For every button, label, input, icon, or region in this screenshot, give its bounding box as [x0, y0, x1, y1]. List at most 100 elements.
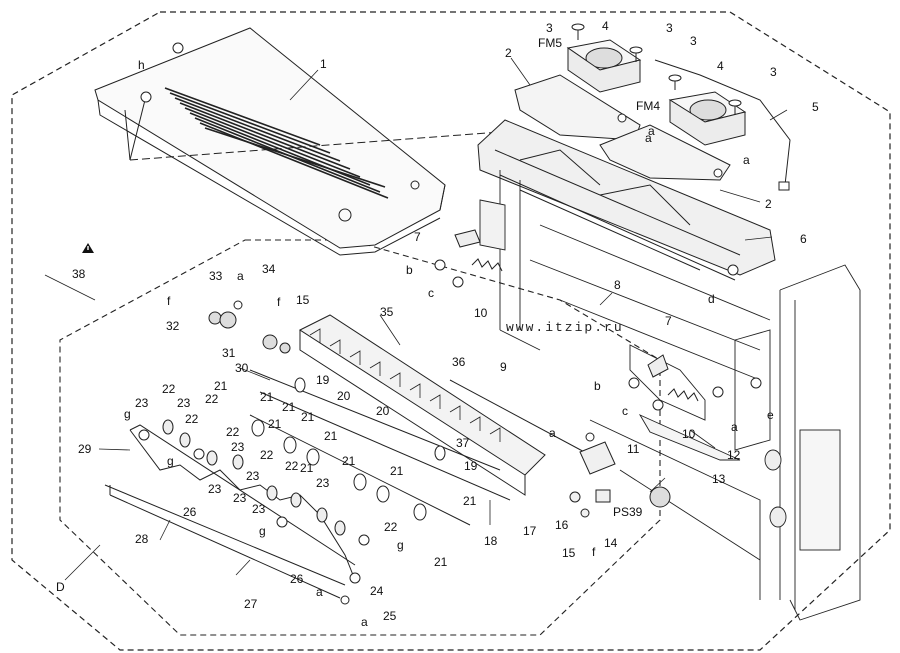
callout-c21f: 21 [324, 429, 338, 443]
callout-c21h: 21 [342, 454, 356, 468]
callout-la6: a [316, 585, 323, 599]
callout-c5: 5 [812, 100, 819, 114]
gear-set [208, 311, 671, 508]
callout-lf1: f [167, 294, 171, 308]
callout-c17: 17 [523, 524, 537, 538]
callout-la3: a [743, 153, 750, 167]
callout-c14: 14 [604, 536, 618, 550]
callout-c21e: 21 [268, 417, 282, 431]
callout-c23a: 23 [135, 396, 149, 410]
callout-c1: 1 [320, 57, 327, 71]
callout-c37: 37 [456, 436, 470, 450]
callout-la2: a [645, 131, 652, 145]
rollers-part-23 [162, 419, 346, 536]
callout-c21i: 21 [390, 464, 404, 478]
callout-cFM4: FM4 [636, 99, 660, 113]
callout-cFM5: FM5 [538, 36, 562, 50]
callout-c22a: 22 [162, 382, 176, 396]
callout-c4a: 4 [602, 19, 609, 33]
callout-la7: a [361, 615, 368, 629]
callout-c10a: 10 [474, 306, 488, 320]
callout-c22e: 22 [260, 448, 274, 462]
callout-la5: a [731, 420, 738, 434]
callout-c23d: 23 [246, 469, 260, 483]
callout-c25: 25 [383, 609, 397, 623]
transport-guide-part-35 [298, 314, 546, 496]
callout-c7b: 7 [665, 314, 672, 328]
screw-markers [138, 91, 762, 605]
callout-ld: d [708, 292, 715, 306]
callout-c21k: 21 [434, 555, 448, 569]
watermark-url: www.itzip.ru [506, 320, 624, 335]
callout-lb2: b [594, 379, 601, 393]
callout-c23c: 23 [231, 440, 245, 454]
callout-c11: 11 [627, 442, 640, 456]
main-frame [479, 170, 861, 621]
inner-assembly-boundary [59, 239, 661, 636]
callout-cD: D [56, 580, 65, 594]
callout-c19a: 19 [316, 373, 330, 387]
callout-c6: 6 [800, 232, 807, 246]
callout-lg2: g [167, 454, 174, 468]
callout-c2a: 2 [505, 46, 512, 60]
callout-c7a: 7 [414, 230, 421, 244]
screw-group-3 [571, 23, 742, 115]
callout-la1: a [237, 269, 244, 283]
callout-c22g: 22 [384, 520, 398, 534]
callout-lc1: c [428, 286, 434, 300]
callout-c22f: 22 [285, 459, 299, 473]
rollers-part-21 [251, 377, 446, 521]
callout-c23g: 23 [252, 502, 266, 516]
callout-c23h: 23 [316, 476, 330, 490]
outer-assembly-boundary [11, 11, 891, 651]
callout-c31: 31 [222, 346, 236, 360]
callout-c18: 18 [484, 534, 498, 548]
callout-c22d: 22 [226, 425, 240, 439]
callout-c15a: 15 [296, 293, 310, 307]
callout-le: e [767, 408, 774, 422]
callout-c22b: 22 [205, 392, 219, 406]
callout-c4b: 4 [717, 59, 724, 73]
callout-c16: 16 [555, 518, 569, 532]
callout-c3a: 3 [546, 21, 553, 35]
callout-c9: 9 [500, 360, 507, 374]
fan-fm5 [566, 39, 642, 93]
callout-lf3: f [592, 545, 596, 559]
callout-lc2: c [622, 404, 628, 418]
callout-c32: 32 [166, 319, 180, 333]
callout-lg3: g [397, 538, 404, 552]
sensor-and-bracket-parts [569, 441, 616, 518]
callout-c30: 30 [235, 361, 249, 375]
callout-c27: 27 [244, 597, 258, 611]
callout-c38: 38 [72, 267, 86, 281]
callout-lg4: g [259, 524, 266, 538]
callout-lg1: g [124, 407, 131, 421]
callout-c22c: 22 [185, 412, 199, 426]
callout-leaders [44, 57, 788, 581]
callout-c8: 8 [614, 278, 621, 292]
callout-lb1: b [406, 263, 413, 277]
callout-c21j: 21 [463, 494, 477, 508]
spring-part-10 [471, 258, 699, 402]
bracket-part-7b [647, 354, 669, 378]
roller-shafts [249, 369, 591, 526]
callout-c3c: 3 [690, 34, 697, 48]
callout-c20a: 20 [337, 389, 351, 403]
callout-c28: 28 [135, 532, 149, 546]
bracket-part-7 [454, 229, 481, 248]
callout-c15b: 15 [562, 546, 576, 560]
callout-c26b: 26 [290, 572, 304, 586]
callout-c36: 36 [452, 355, 466, 369]
callout-c26a: 26 [183, 505, 197, 519]
top-cover-part-1 [94, 27, 446, 256]
callout-c21c: 21 [282, 400, 296, 414]
callout-c21b: 21 [260, 390, 274, 404]
callout-c23e: 23 [208, 482, 222, 496]
callout-c23b: 23 [177, 396, 191, 410]
callout-c19b: 19 [464, 459, 478, 473]
callout-c2b: 2 [765, 197, 772, 211]
callout-c23f: 23 [233, 491, 247, 505]
callout-c21g: 21 [300, 461, 314, 475]
